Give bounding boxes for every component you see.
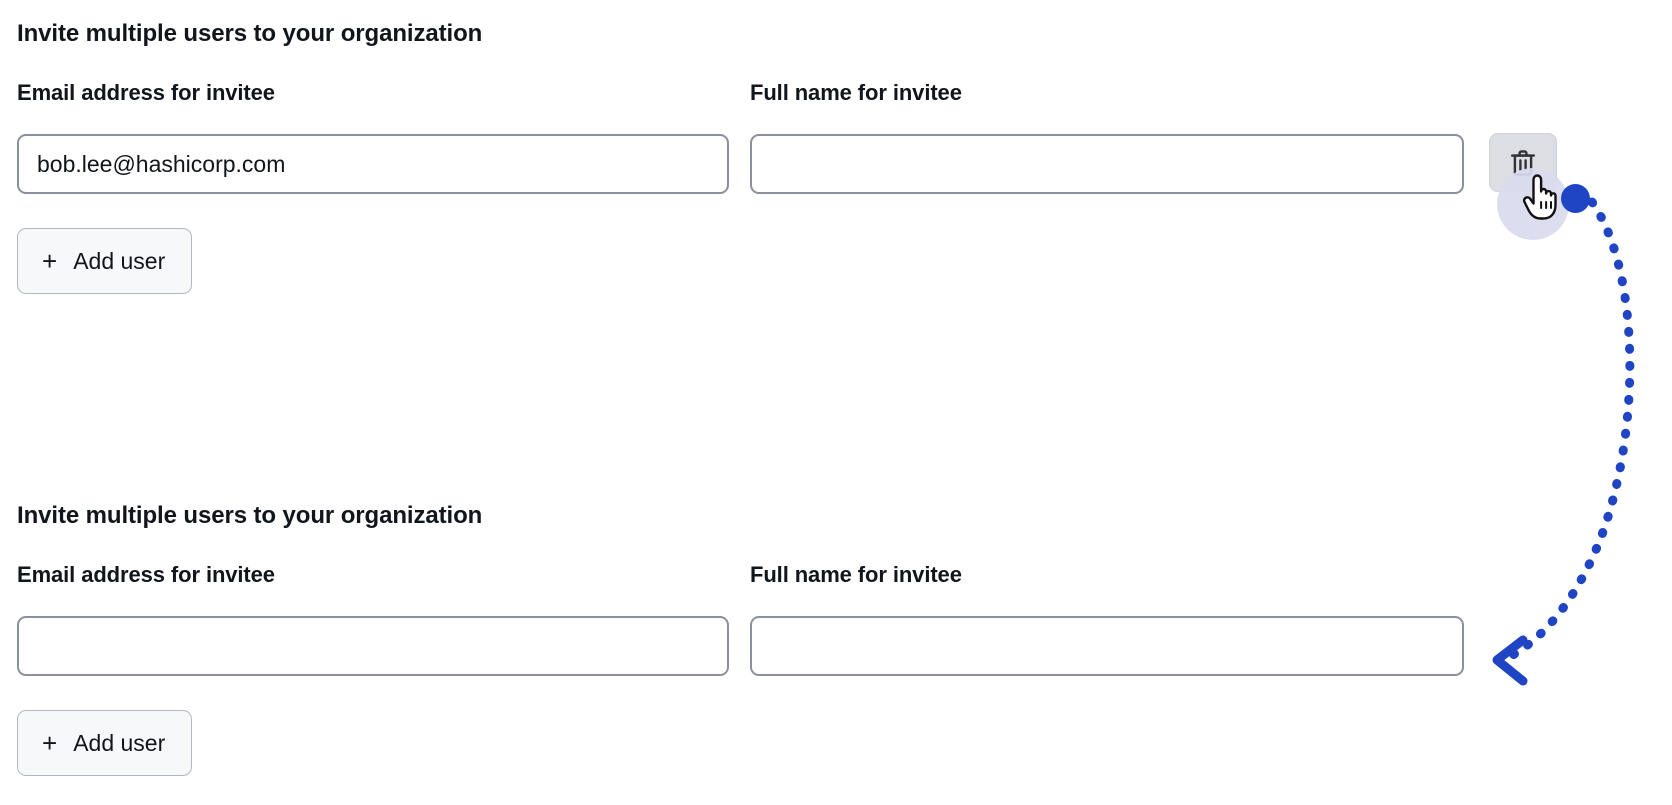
remove-invitee-button[interactable] [1489,133,1557,192]
fullname-field-label: Full name for invitee [750,80,962,105]
add-user-button[interactable]: + Add user [17,228,193,294]
plus-icon: + [42,728,58,758]
add-user-button[interactable]: + Add user [17,710,193,776]
add-user-label: Add user [73,729,166,756]
add-user-label: Add user [73,247,166,274]
fullname-field-label: Full name for invitee [750,562,962,587]
page-title: Invite multiple users to your organizati… [17,502,483,529]
email-field-label: Email address for invitee [17,562,275,587]
email-field-label: Email address for invitee [17,80,275,105]
fullname-input[interactable] [750,616,1464,676]
fullname-input[interactable] [750,134,1464,194]
trash-icon [1510,149,1536,177]
plus-icon: + [42,246,58,276]
email-input[interactable] [17,134,729,194]
email-input[interactable] [17,616,729,676]
page-title: Invite multiple users to your organizati… [17,20,483,47]
start-point-dot [1561,184,1590,213]
